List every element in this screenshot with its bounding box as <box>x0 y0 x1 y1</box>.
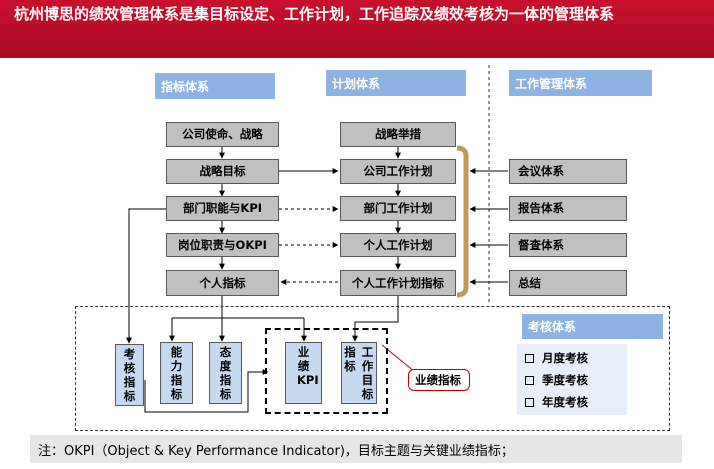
performance-group <box>265 328 388 414</box>
checkbox-icon <box>525 353 534 363</box>
review-item-monthly[interactable]: 月度考核 <box>525 347 627 369</box>
work-goal-label: 工作目标 <box>361 345 374 401</box>
bracket-shape <box>456 145 469 298</box>
work-management-header: 工作管理体系 <box>509 70 652 96</box>
summary-box: 总结 <box>509 270 627 296</box>
ability-indicator-box: 能力指标 <box>160 342 193 404</box>
attitude-indicator-box: 态度指标 <box>209 342 242 404</box>
checkbox-icon <box>525 375 534 385</box>
company-mission-box: 公司使命、战略 <box>166 122 279 147</box>
strategic-goal-box: 战略目标 <box>166 159 279 184</box>
performance-indicator-callout: 业绩指标 <box>408 369 470 391</box>
position-okpi-box: 岗位职责与OKPI <box>166 233 279 257</box>
personal-plan-box: 个人工作计划 <box>340 233 456 257</box>
review-item-quarterly[interactable]: 季度考核 <box>525 369 627 391</box>
company-plan-box: 公司工作计划 <box>340 159 456 184</box>
indicator-label: 指标 <box>344 345 356 373</box>
personal-indicator-box: 个人指标 <box>166 270 279 296</box>
plan-system-header: 计划体系 <box>326 70 466 96</box>
dept-plan-box: 部门工作计划 <box>340 196 456 221</box>
meeting-system-box: 会议体系 <box>509 159 627 184</box>
dept-function-kpi-box: 部门职能与KPI <box>166 196 279 221</box>
performance-kpi-box: 业绩KPI <box>285 342 322 404</box>
work-goal-indicator-box: 指标 工作目标 <box>341 342 377 404</box>
page-title: 杭州博思的绩效管理体系是集目标设定、工作计划，工作追踪及绩效考核为一体的管理体系 <box>14 5 615 23</box>
footnote: 注：OKPI（Object & Key Performance Indicato… <box>30 435 682 463</box>
review-item-yearly[interactable]: 年度考核 <box>525 391 627 413</box>
report-system-box: 报告体系 <box>509 196 627 221</box>
checkbox-icon <box>525 397 534 407</box>
review-list: 月度考核 季度考核 年度考核 <box>517 344 627 415</box>
supervision-system-box: 督查体系 <box>509 233 627 257</box>
title-bar <box>0 0 714 58</box>
strategic-initiative-box: 战略举措 <box>340 122 456 147</box>
personal-plan-indicator-box: 个人工作计划指标 <box>340 270 456 296</box>
indicator-system-header: 指标体系 <box>155 73 275 99</box>
appraisal-area <box>75 306 670 431</box>
appraisal-indicator-box: 考核指标 <box>115 344 144 406</box>
review-system-header: 考核体系 <box>522 314 663 339</box>
